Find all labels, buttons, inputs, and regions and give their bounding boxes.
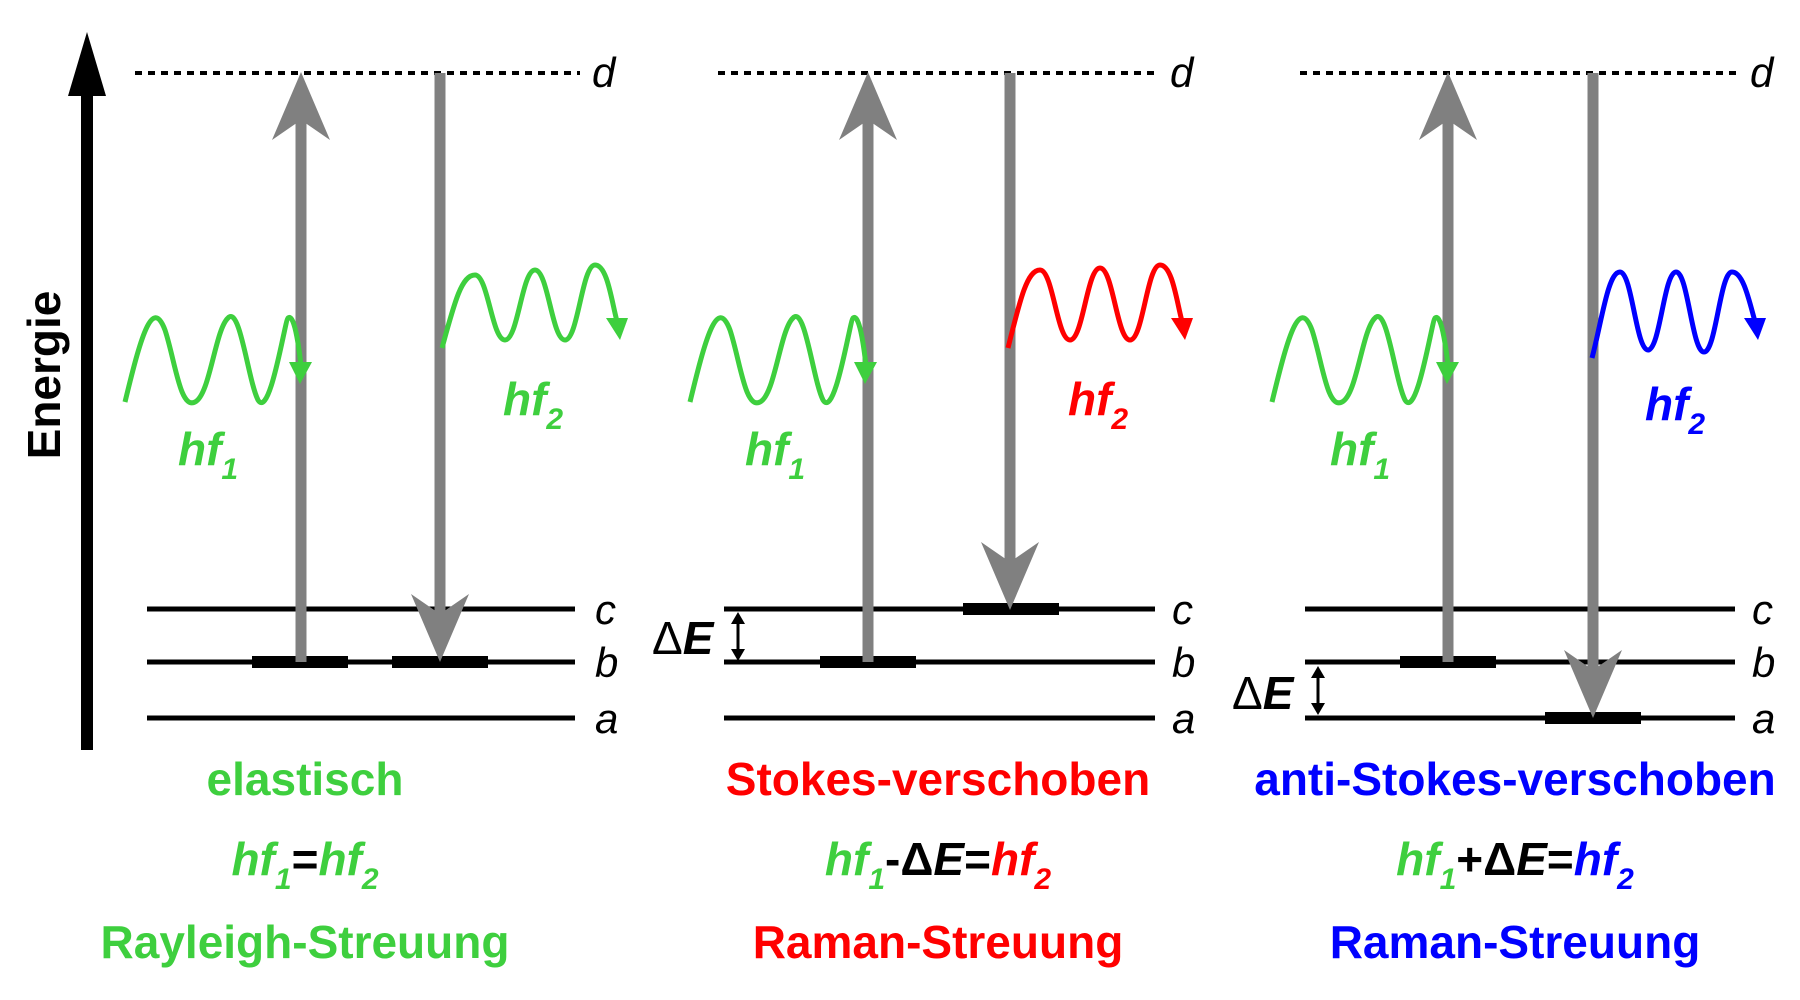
panel-caption-scattering: Raman-Streuung (1330, 916, 1701, 968)
level-a-label: a (1752, 695, 1775, 742)
excitation-arrowhead (839, 72, 897, 140)
outgoing-photon-label: hf2 (1068, 373, 1128, 436)
outgoing-photon-wave (439, 262, 621, 349)
panel-formula: hf1+ΔE=hf2 (1396, 833, 1634, 896)
level-a-label: a (1172, 695, 1195, 742)
delta-e-marker: ΔE (1232, 666, 1325, 719)
incoming-photon-wave (122, 314, 305, 406)
outgoing-photon-head (1171, 318, 1193, 340)
incoming-photon-label: hf1 (1330, 423, 1390, 486)
level-c-label: c (1752, 586, 1773, 633)
outgoing-photon-wave (1005, 262, 1186, 349)
panel-anti-stokes: d c b a ΔE hf1 hf2 anti-Stokes-verschobe… (1232, 49, 1776, 968)
incoming-photon-head (1436, 362, 1459, 384)
excitation-arrowhead (1419, 72, 1477, 140)
level-c-label: c (1172, 586, 1193, 633)
incoming-photon-label: hf1 (178, 423, 238, 486)
panel-rayleigh: d c b a hf1 hf2 elastisch hf1=hf2 Raylei… (101, 49, 628, 968)
outgoing-photon-wave (1589, 269, 1759, 359)
level-c-label: c (595, 586, 616, 633)
incoming-photon-wave (687, 314, 870, 406)
outgoing-photon-head (606, 318, 628, 340)
level-a-label: a (595, 695, 618, 742)
energy-axis: Energie (18, 32, 106, 750)
incoming-photon-head (289, 362, 312, 384)
axis-arrowhead (68, 32, 106, 96)
outgoing-photon-label: hf2 (503, 373, 563, 436)
level-b-label: b (1752, 639, 1775, 686)
incoming-photon-label: hf1 (745, 423, 805, 486)
incoming-photon-head (854, 362, 877, 384)
delta-e-marker: ΔE (652, 612, 745, 664)
energy-axis-label: Energie (18, 291, 70, 460)
level-b-label: b (595, 639, 618, 686)
panel-stokes: d c b a ΔE hf1 hf2 Stokes-verschoben hf1… (652, 49, 1195, 968)
excitation-arrowhead (272, 72, 330, 140)
level-d-label: d (1170, 49, 1195, 96)
level-b-label: b (1172, 639, 1195, 686)
panel-formula: hf1-ΔE=hf2 (825, 833, 1051, 896)
panel-caption-type: anti-Stokes-verschoben (1254, 753, 1775, 805)
panel-caption-scattering: Rayleigh-Streuung (101, 916, 510, 968)
panel-caption-type: elastisch (207, 753, 404, 805)
delta-e-label: ΔE (652, 612, 715, 664)
panel-formula: hf1=hf2 (231, 833, 378, 896)
panel-caption-scattering: Raman-Streuung (753, 916, 1124, 968)
panel-caption-type: Stokes-verschoben (726, 753, 1150, 805)
outgoing-photon-label: hf2 (1645, 378, 1705, 441)
outgoing-photon-head (1744, 318, 1766, 340)
emission-arrowhead (411, 594, 469, 662)
level-d-label: d (592, 49, 617, 96)
emission-arrowhead (1564, 650, 1622, 718)
state-bar (963, 603, 1059, 615)
level-d-label: d (1750, 49, 1775, 96)
emission-arrowhead (981, 542, 1039, 610)
delta-e-label: ΔE (1232, 667, 1295, 719)
incoming-photon-wave (1269, 314, 1452, 406)
